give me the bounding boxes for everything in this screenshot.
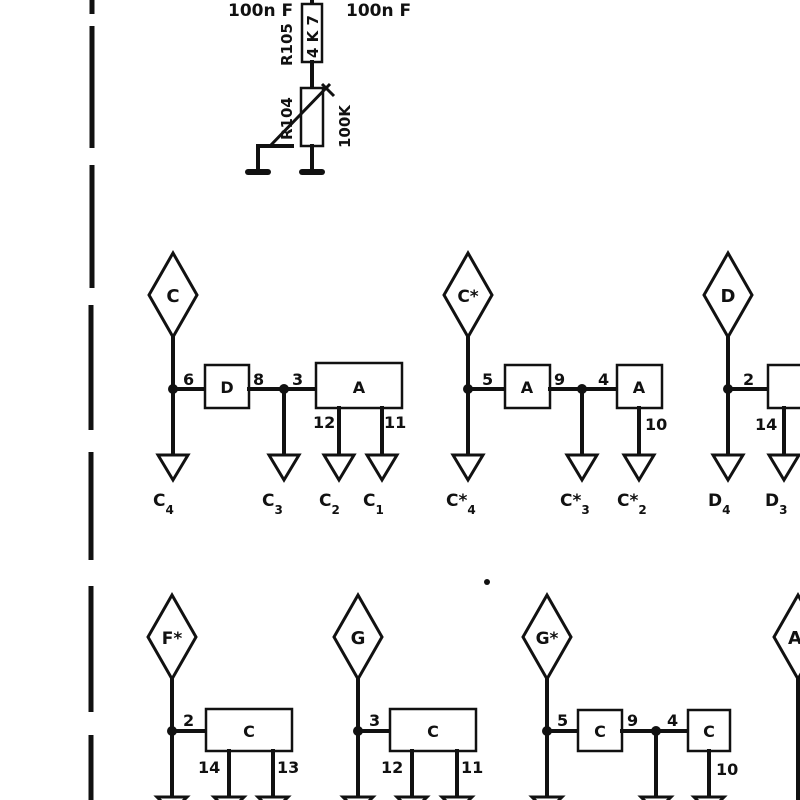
pin-number: 8: [253, 370, 264, 389]
pin-number: 14: [198, 758, 220, 777]
output-triangle: [321, 453, 357, 483]
output-triangle: [153, 795, 191, 800]
output-triangle: [266, 453, 302, 483]
block-label: D: [220, 378, 233, 397]
row1-group-c-sharp: C* A A 5 9 4 10 C*4 C*3 C*2: [442, 249, 667, 517]
node-label: A: [788, 628, 800, 649]
block-label: C: [594, 722, 606, 741]
output-triangle: [438, 795, 476, 800]
node-label: G*: [536, 629, 559, 649]
left-border-dashed: [88, 0, 95, 800]
node-label: F*: [162, 629, 183, 649]
pin-number: 11: [461, 758, 483, 777]
output-triangle: [155, 453, 191, 483]
row2-group-g-sharp: G* C C 5 9 4 10: [521, 591, 738, 800]
row2-group-a: A: [772, 591, 800, 800]
output-triangle: [450, 453, 486, 483]
pin-number: 3: [292, 370, 303, 389]
block-label: C: [427, 722, 439, 741]
output-label: C1: [363, 491, 384, 517]
output-triangle: [393, 795, 431, 800]
row1-group-d: D 2 14 D4 D3: [702, 249, 800, 517]
output-triangle: [254, 795, 292, 800]
output-triangle: [339, 795, 377, 800]
block-a: [314, 361, 404, 410]
pin-number: 5: [482, 370, 493, 389]
pin-number: 4: [667, 711, 678, 730]
output-triangle: [210, 795, 248, 800]
r105-value: 4 K 7: [304, 15, 322, 58]
r105-ref: R105: [278, 23, 296, 66]
block-partial: [766, 363, 800, 410]
node-label: C*: [457, 287, 478, 307]
output-label: C*2: [617, 491, 647, 517]
block-label: A: [521, 378, 534, 397]
pin-number: 2: [183, 711, 194, 730]
pot-adjust-arrow: [268, 82, 332, 148]
row2-group-f-sharp: F* C 2 14 13: [146, 591, 299, 800]
pin-number: 6: [183, 370, 194, 389]
stray-dot: [484, 579, 490, 585]
output-triangle: [766, 453, 800, 483]
row2-group-g: G C 3 12 11: [332, 591, 483, 800]
output-label: C*4: [446, 491, 476, 517]
pin-number: 9: [627, 711, 638, 730]
output-label: D3: [765, 491, 787, 517]
top-rc-circuit: 100n F 100n F 4 K 7 R105 R104 100K: [228, 0, 411, 175]
output-label: C3: [262, 491, 283, 517]
block-label: C: [703, 722, 715, 741]
node-label: G: [351, 628, 366, 649]
block-c: [204, 707, 294, 753]
row1-group-c: C D A 6 8 3 12 11 C4 C3 C2 C1: [147, 249, 406, 517]
output-label: C*3: [560, 491, 590, 517]
pin-number: 10: [716, 760, 738, 779]
output-triangle: [621, 453, 657, 483]
block-c: [388, 707, 478, 753]
block-label: A: [633, 378, 646, 397]
output-triangle: [637, 795, 675, 800]
output-triangle: [528, 795, 566, 800]
block-d: [203, 363, 251, 410]
r104-ref: R104: [278, 97, 296, 140]
pin-number: 9: [554, 370, 565, 389]
node-label: C: [166, 286, 179, 307]
pin-number: 12: [313, 413, 335, 432]
pin-number: 10: [645, 415, 667, 434]
pin-number: 13: [277, 758, 299, 777]
block-c: [576, 708, 624, 753]
output-triangle: [564, 453, 600, 483]
output-triangle: [710, 453, 746, 483]
output-label: C2: [319, 491, 340, 517]
output-label: C4: [153, 491, 174, 517]
output-triangle: [690, 795, 728, 800]
node-label: D: [721, 286, 736, 307]
block-a: [503, 363, 552, 410]
pin-number: 2: [743, 370, 754, 389]
pin-number: 11: [384, 413, 406, 432]
pin-number: 5: [557, 711, 568, 730]
cap-right-label: 100n F: [346, 1, 411, 21]
pin-number: 4: [598, 370, 609, 389]
block-label: A: [353, 378, 366, 397]
block-label: C: [243, 722, 255, 741]
output-triangle: [364, 453, 400, 483]
pin-number: 12: [381, 758, 403, 777]
r104-value: 100K: [336, 104, 354, 148]
cap-left-label: 100n F: [228, 1, 293, 21]
pin-number: 14: [755, 415, 777, 434]
output-label: D4: [708, 491, 730, 517]
pin-number: 3: [369, 711, 380, 730]
